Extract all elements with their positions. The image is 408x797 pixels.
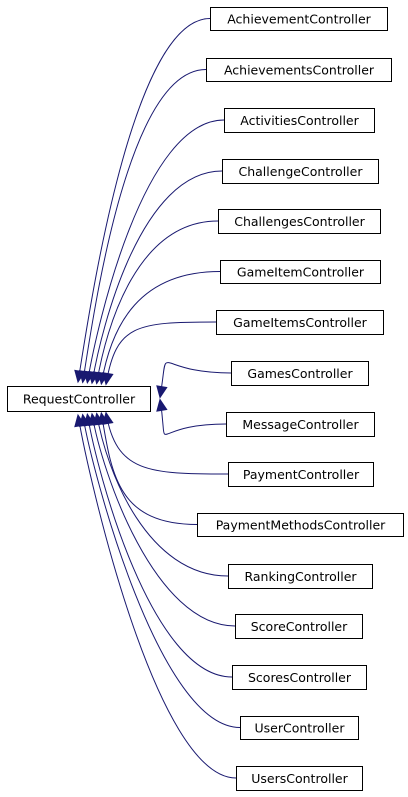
edge-game-items-controller [105, 321, 217, 385]
node-challenge-controller[interactable]: ChallengeController [222, 159, 379, 184]
node-user-controller-box [240, 716, 359, 740]
node-score-controller-label: ScoreController [251, 619, 348, 634]
arrowhead-message-controller [156, 398, 168, 412]
node-scores-controller-label: ScoresController [248, 670, 352, 685]
node-challenge-controller-label: ChallengeController [239, 164, 364, 179]
node-ranking-controller-box [228, 564, 373, 589]
edge-achievement-controller [77, 18, 211, 383]
node-users-controller-label: UsersController [251, 771, 348, 786]
node-activities-controller-label: ActivitiesController [240, 113, 359, 128]
node-achievement-controller[interactable]: AchievementController [210, 7, 388, 31]
node-activities-controller-box [224, 108, 375, 133]
node-ranking-controller[interactable]: RankingController [228, 564, 373, 589]
node-payment-controller[interactable]: PaymentController [228, 462, 374, 487]
edge-activities-controller [86, 119, 225, 383]
node-scores-controller-box [232, 665, 367, 690]
edge-challenges-controller [96, 220, 219, 384]
arrowhead-games-controller [156, 385, 168, 399]
node-game-item-controller-box [220, 260, 381, 284]
edge-payment-controller [105, 412, 229, 475]
class-nodes: RequestController AchievementControllerAc… [7, 7, 404, 791]
edge-score-controller [91, 413, 236, 627]
node-users-controller[interactable]: UsersController [236, 766, 363, 791]
node-game-item-controller[interactable]: GameItemController [220, 260, 381, 284]
node-ranking-controller-label: RankingController [244, 569, 357, 584]
node-request-controller-label: RequestController [23, 392, 136, 407]
node-achievements-controller-label: AchievementsController [224, 63, 375, 78]
node-payment-controller-label: PaymentController [243, 467, 360, 482]
node-payment-controller-box [228, 462, 374, 487]
node-request-controller[interactable]: RequestController [7, 386, 151, 412]
node-user-controller[interactable]: UserController [240, 716, 359, 740]
node-request-controller-box [7, 386, 151, 412]
node-game-items-controller[interactable]: GameItemsController [216, 310, 384, 335]
node-challenges-controller[interactable]: ChallengesController [218, 209, 381, 234]
node-challenges-controller-label: ChallengesController [234, 214, 365, 229]
node-score-controller-box [235, 614, 363, 639]
edge-game-item-controller [100, 271, 221, 385]
node-payment-methods-controller[interactable]: PaymentMethodsController [197, 513, 404, 537]
edge-games-controller [159, 362, 232, 398]
edge-ranking-controller [96, 413, 229, 577]
node-activities-controller[interactable]: ActivitiesController [224, 108, 375, 133]
node-achievements-controller-box [206, 58, 392, 82]
edge-payment-methods-controller [100, 412, 198, 525]
node-games-controller[interactable]: GamesController [231, 361, 369, 386]
node-games-controller-label: GamesController [247, 366, 353, 381]
node-challenge-controller-box [222, 159, 379, 184]
node-game-items-controller-label: GameItemsController [233, 315, 368, 330]
edge-message-controller [159, 399, 227, 435]
node-game-items-controller-box [216, 310, 384, 335]
node-message-controller[interactable]: MessageController [226, 412, 375, 437]
inheritance-edges [74, 18, 241, 779]
edge-user-controller [82, 414, 241, 728]
node-payment-methods-controller-label: PaymentMethodsController [216, 518, 386, 533]
node-message-controller-box [226, 412, 375, 437]
edge-challenge-controller [91, 170, 223, 384]
node-achievement-controller-box [210, 7, 388, 31]
node-game-item-controller-label: GameItemController [237, 265, 365, 280]
node-scores-controller[interactable]: ScoresController [232, 665, 367, 690]
arrowhead-users-controller [74, 413, 86, 428]
node-users-controller-box [236, 766, 363, 791]
edge-scores-controller [86, 414, 233, 678]
node-score-controller[interactable]: ScoreController [235, 614, 363, 639]
node-message-controller-label: MessageController [242, 417, 359, 432]
node-achievement-controller-label: AchievementController [227, 12, 371, 27]
arrowhead-game-items-controller [102, 372, 114, 386]
node-challenges-controller-box [218, 209, 381, 234]
node-payment-methods-controller-box [197, 513, 404, 537]
node-user-controller-label: UserController [255, 721, 346, 736]
edge-users-controller [77, 414, 237, 779]
node-games-controller-box [231, 361, 369, 386]
edge-achievements-controller [82, 69, 207, 383]
node-achievements-controller[interactable]: AchievementsController [206, 58, 392, 82]
